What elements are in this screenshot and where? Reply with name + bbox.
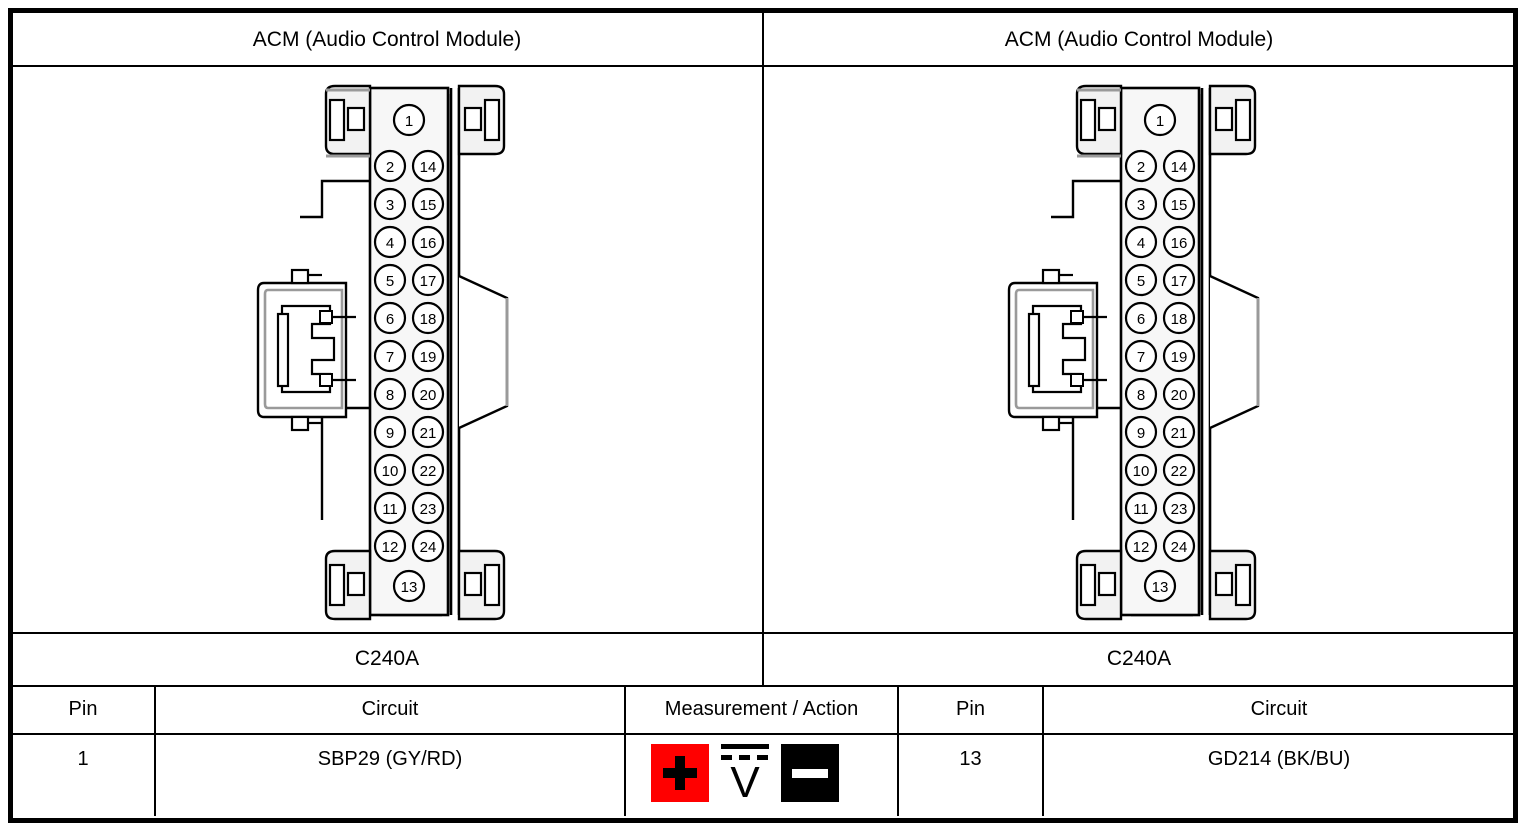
- svg-text:14: 14: [1171, 159, 1188, 176]
- svg-text:12: 12: [382, 539, 399, 556]
- measurement-action-symbols: V: [651, 742, 839, 807]
- divider-left-pin-circuit: [154, 685, 156, 816]
- svg-text:10: 10: [382, 463, 399, 480]
- svg-text:17: 17: [1171, 273, 1188, 290]
- positive-probe-icon: [651, 744, 709, 802]
- divider-circuit-measurement: [624, 685, 626, 816]
- svg-text:15: 15: [420, 197, 437, 214]
- divider-measurement-rightpin: [897, 685, 899, 816]
- svg-text:3: 3: [1137, 197, 1145, 214]
- svg-text:5: 5: [386, 273, 394, 290]
- column-header-pin-right: Pin: [956, 698, 985, 720]
- svg-text:16: 16: [1171, 235, 1188, 252]
- svg-text:18: 18: [1171, 311, 1188, 328]
- svg-text:21: 21: [420, 425, 437, 442]
- negative-probe-icon: [781, 744, 839, 802]
- svg-text:9: 9: [386, 425, 394, 442]
- data-circuit-left: SBP29 (GY/RD): [317, 747, 463, 770]
- svg-text:4: 4: [1137, 235, 1145, 252]
- dc-voltmeter-icon: V: [717, 742, 773, 807]
- svg-text:17: 17: [420, 273, 437, 290]
- rule-under-connector-id: [10, 685, 1516, 687]
- svg-text:19: 19: [1171, 349, 1188, 366]
- svg-text:2: 2: [1137, 159, 1145, 176]
- column-header-circuit-right: Circuit: [1250, 698, 1308, 720]
- svg-text:11: 11: [382, 501, 398, 518]
- svg-text:23: 23: [1171, 501, 1188, 518]
- rule-under-column-headers: [10, 733, 1516, 735]
- connector-drawing-right: 1 13 2 3 4 5 6 7 8 9 10 11 12 14 15 16 1…: [1003, 78, 1263, 623]
- voltmeter-v-glyph: V: [730, 758, 760, 807]
- svg-text:7: 7: [386, 349, 394, 366]
- svg-text:20: 20: [1171, 387, 1188, 404]
- svg-text:3: 3: [386, 197, 394, 214]
- svg-text:8: 8: [1137, 387, 1145, 404]
- column-header-measurement: Measurement / Action: [664, 698, 859, 720]
- svg-text:4: 4: [386, 235, 394, 252]
- connector-drawing-left: 1 13 2 3 4 5 6 7 8 9 10 11 12 14 15 16: [252, 78, 512, 623]
- dc-dashed-line: [721, 755, 769, 760]
- svg-text:5: 5: [1137, 273, 1145, 290]
- svg-text:2: 2: [386, 159, 394, 176]
- connector-id-left: C240A: [354, 647, 420, 670]
- svg-text:13: 13: [401, 579, 418, 596]
- svg-text:21: 21: [1171, 425, 1188, 442]
- svg-text:13: 13: [1152, 579, 1169, 596]
- svg-text:22: 22: [1171, 463, 1188, 480]
- panel-header-right: ACM (Audio Control Module): [1004, 28, 1274, 51]
- svg-text:24: 24: [420, 539, 437, 556]
- svg-text:22: 22: [420, 463, 437, 480]
- svg-text:23: 23: [420, 501, 437, 518]
- svg-text:6: 6: [386, 311, 394, 328]
- minus-bar: [792, 768, 828, 778]
- svg-text:6: 6: [1137, 311, 1145, 328]
- data-circuit-right: GD214 (BK/BU): [1207, 747, 1351, 770]
- svg-text:19: 19: [420, 349, 437, 366]
- dc-solid-line: [721, 744, 769, 749]
- column-header-circuit-left: Circuit: [361, 698, 419, 720]
- panel-divider: [762, 10, 764, 685]
- svg-text:12: 12: [1133, 539, 1150, 556]
- svg-text:1: 1: [405, 113, 413, 130]
- svg-text:11: 11: [1133, 501, 1149, 518]
- divider-right-pin-circuit: [1042, 685, 1044, 816]
- svg-text:10: 10: [1133, 463, 1150, 480]
- svg-text:18: 18: [420, 311, 437, 328]
- svg-text:14: 14: [420, 159, 437, 176]
- svg-text:7: 7: [1137, 349, 1145, 366]
- column-header-pin-left: Pin: [68, 698, 98, 720]
- panel-header-left: ACM (Audio Control Module): [252, 28, 522, 51]
- data-pin-right: 13: [959, 747, 982, 770]
- svg-text:16: 16: [420, 235, 437, 252]
- svg-text:20: 20: [420, 387, 437, 404]
- svg-text:24: 24: [1171, 539, 1188, 556]
- svg-text:1: 1: [1156, 113, 1164, 130]
- svg-text:8: 8: [386, 387, 394, 404]
- svg-text:15: 15: [1171, 197, 1188, 214]
- connector-id-right: C240A: [1106, 647, 1172, 670]
- svg-text:9: 9: [1137, 425, 1145, 442]
- data-pin-left: 1: [77, 747, 89, 770]
- plus-vertical-bar: [675, 756, 685, 790]
